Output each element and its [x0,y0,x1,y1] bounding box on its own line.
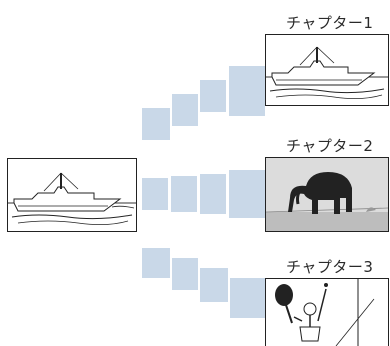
chapter-2-thumbnail [265,157,389,232]
chapter-1-block [200,80,226,112]
elephant-illustration [266,158,388,231]
chapter-3-label: チャプター3 [286,258,374,276]
chapter-1-block [172,94,198,126]
chapter-3-thumbnail [265,278,389,346]
chapter-3-block [200,268,228,302]
source-boat-thumbnail [7,158,137,232]
chapter-3-block [230,278,266,318]
chapter-1-thumbnail [265,34,389,106]
chapter-3-block [142,248,170,278]
chapter-2-block [229,170,265,218]
chapter-3-block [172,258,198,290]
boat-illustration [8,172,136,225]
tennis-player-illustration [275,279,375,346]
boat-illustration [266,46,388,99]
chapter-1-label: チャプター1 [286,14,374,32]
chapter-2-block [171,176,197,212]
chapter-1-block [229,66,265,116]
chapter-2-block [142,178,168,210]
chapter-1-block [142,108,170,140]
chapter-2-label: チャプター2 [286,137,374,155]
chapter-2-block [200,174,226,214]
